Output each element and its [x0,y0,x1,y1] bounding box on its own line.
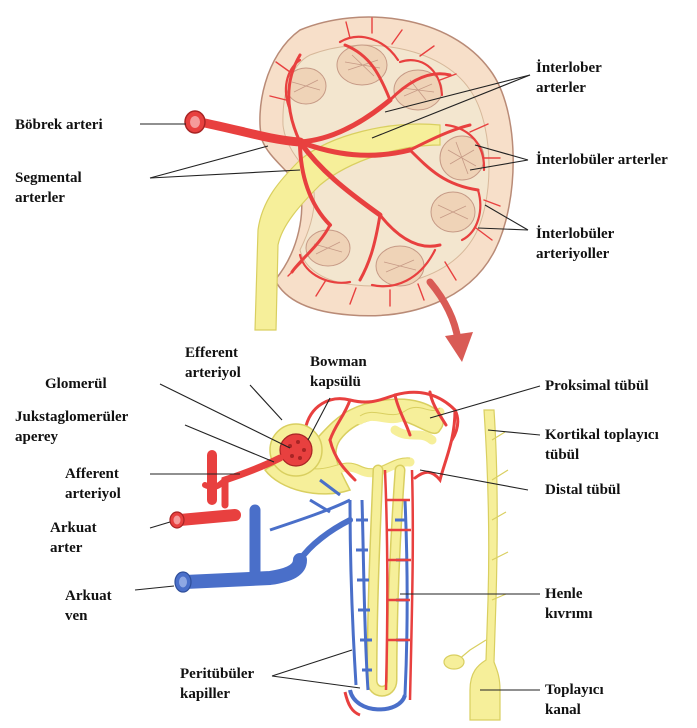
label-segmental-1: Segmental [15,168,82,188]
label-bowman-1: Bowman [310,352,367,372]
label-collecting-duct-2: kanal [545,700,581,720]
label-bowman-2: kapsülü [310,372,361,392]
label-efferent-1: Efferent [185,343,238,363]
label-arcuate-artery-2: arter [50,538,82,558]
label-arcuate-vein-2: ven [65,606,88,626]
label-cortical-collecting-2: tübül [545,445,579,465]
label-henle-1: Henle [545,584,583,604]
label-distal-tubule: Distal tübül [545,480,620,500]
label-proximal-tubule: Proksimal tübül [545,376,649,396]
label-interlobular-arteries: İnterlobüler arterler [536,150,668,170]
label-arcuate-vein-1: Arkuat [65,586,112,606]
label-cortical-collecting-1: Kortikal toplayıcı [545,425,659,445]
label-renal-artery: Böbrek arteri [15,115,103,135]
kidney-section [185,17,513,362]
label-glomerulus: Glomerül [45,374,107,394]
label-henle-2: kıvrımı [545,604,593,624]
label-juxtaglomerular-1: Jukstaglomerüler [15,407,128,427]
glomerulus [280,434,312,466]
label-afferent-1: Afferent [65,464,119,484]
label-peritubular-1: Peritübüler [180,664,254,684]
label-juxtaglomerular-2: aperey [15,427,58,447]
label-efferent-2: arteriyol [185,363,241,383]
label-arcuate-artery-1: Arkuat [50,518,97,538]
label-peritubular-2: kapiller [180,684,230,704]
label-interlobar-2: arterler [536,78,586,98]
label-interlobular-arterioles-1: İnterlobüler [536,224,614,244]
label-afferent-2: arteriyol [65,484,121,504]
collecting-duct [470,410,500,720]
label-collecting-duct-1: Toplayıcı [545,680,604,700]
label-interlobar-1: İnterlober [536,58,602,78]
label-segmental-2: arterler [15,188,65,208]
label-interlobular-arterioles-2: arteriyoller [536,244,609,264]
